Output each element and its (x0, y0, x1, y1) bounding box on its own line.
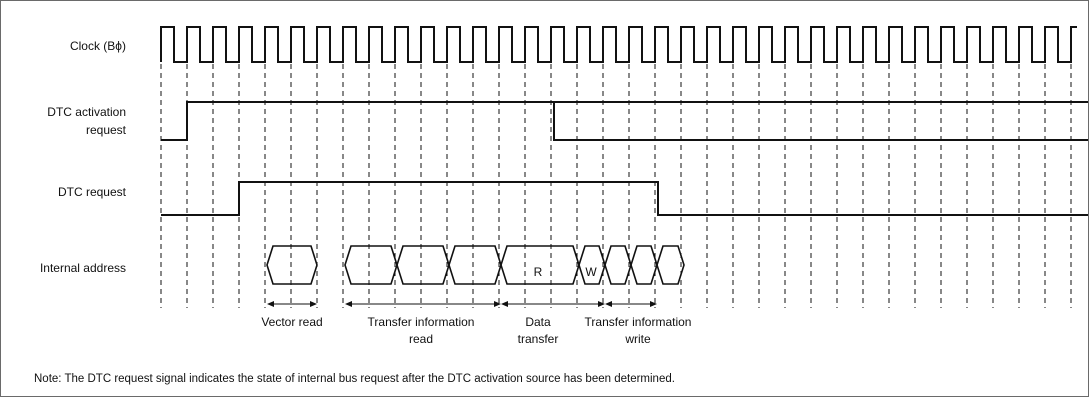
bus-write-label: W (585, 265, 597, 279)
dtc-activation-label-line2: request (86, 123, 127, 137)
clock-label: Clock (Bϕ) (70, 39, 126, 53)
bus-cycle-info-read (344, 245, 398, 285)
arrow-transfer-info-write-head-left (605, 301, 612, 307)
bus-cycle-info-write (604, 245, 632, 285)
dtc-activation-label-line1: DTC activation (47, 105, 126, 119)
arrow-transfer-info-read-head-left (345, 301, 352, 307)
arrow-data-transfer-head-right (598, 301, 605, 307)
arrow-vector-read-head-right (310, 301, 317, 307)
phase-data-transfer-label-line1: Data (525, 315, 551, 329)
arrow-data-transfer-head-left (501, 301, 508, 307)
phase-vector-read-label: Vector read (261, 315, 322, 329)
bus-cycle-info-read (448, 245, 502, 285)
bus-cycle-info-write (630, 245, 658, 285)
clock-waveform (160, 26, 1077, 63)
bus-cycle-info-write (656, 245, 685, 285)
bus-cycle-info-read (396, 245, 450, 285)
arrow-transfer-info-read-head-right (494, 301, 501, 307)
dtc-activation-waveform (161, 101, 1088, 141)
arrow-vector-read-head-left (267, 301, 274, 307)
phase-transfer-info-read-label-line2: read (409, 332, 433, 346)
internal-address-bus (266, 245, 685, 285)
phase-transfer-info-write-label-line2: write (624, 332, 651, 346)
footnote: Note: The DTC request signal indicates t… (34, 373, 675, 385)
dtc-request-label: DTC request (58, 185, 127, 199)
cycle-gridlines (160, 64, 1072, 308)
bus-read-label: R (534, 265, 543, 279)
phase-transfer-info-read-label-line1: Transfer information (368, 315, 475, 329)
dtc-request-waveform (161, 181, 1088, 216)
arrow-transfer-info-write-head-right (650, 301, 657, 307)
waveforms (160, 26, 1088, 216)
phase-data-transfer-label-line2: transfer (518, 332, 559, 346)
internal-address-label: Internal address (40, 261, 126, 275)
phase-transfer-info-write-label-line1: Transfer information (585, 315, 692, 329)
bus-cycle-vector (266, 245, 318, 285)
phase-arrows (267, 301, 657, 307)
dtc-activation-clear-edge (513, 101, 1088, 141)
